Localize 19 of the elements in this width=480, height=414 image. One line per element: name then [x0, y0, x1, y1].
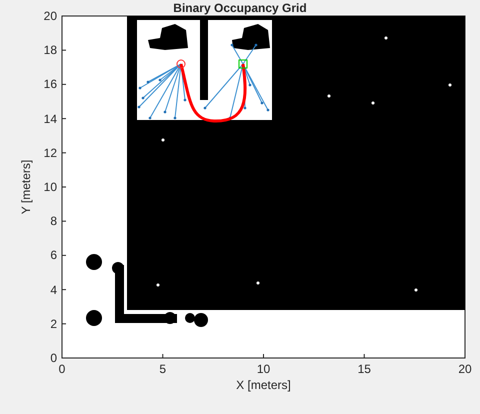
- axis-tick-label: 6: [50, 248, 57, 262]
- axis-tick-label: 15: [358, 362, 371, 376]
- axis-tick-label: 20: [458, 362, 472, 376]
- axis-tick-label: 0: [50, 351, 57, 365]
- axis-tick-label: 10: [44, 180, 57, 194]
- axis-tick-label: 12: [44, 146, 57, 160]
- axis-tick-label: 5: [159, 362, 166, 376]
- axis-tick-label: 0: [58, 362, 66, 376]
- axis-tick-label: 16: [44, 77, 57, 92]
- axis-title: X [meters]: [236, 378, 291, 392]
- axis-tick-label: 10: [256, 362, 270, 376]
- axis-tick-label: 8: [50, 214, 57, 228]
- axis-tick-label: 18: [44, 43, 57, 58]
- axis-tick-label: 4: [50, 282, 57, 297]
- axis-title: Y [meters]: [19, 160, 33, 214]
- axis-tick-label: 14: [44, 112, 57, 126]
- chart-title: Binary Occupancy Grid: [172, 1, 308, 15]
- axis-tick-label: 2: [50, 316, 57, 331]
- axis-tick-label: 20: [44, 9, 57, 23]
